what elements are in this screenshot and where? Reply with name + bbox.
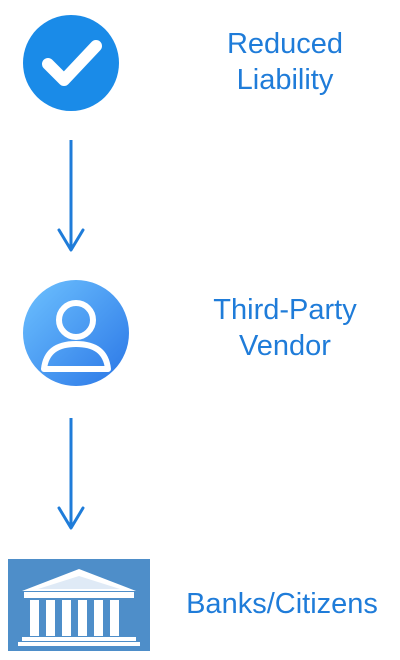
diagram-node-reduced-liability: Reduced Liability xyxy=(0,0,400,120)
flow-arrow-1 xyxy=(57,140,85,252)
checkmark-circle-icon xyxy=(23,15,119,111)
diagram-node-third-party-vendor: Third-Party Vendor xyxy=(0,270,400,400)
user-circle-icon xyxy=(23,280,129,386)
node-label-third-party-vendor: Third-Party Vendor xyxy=(213,294,357,362)
node-label-banks-citizens: Banks/Citizens xyxy=(186,588,378,620)
node-label-reduced-liability: Reduced Liability xyxy=(226,28,344,96)
diagram-node-banks-citizens: Banks/Citizens xyxy=(0,548,400,660)
flow-arrow-2 xyxy=(57,418,85,530)
bank-building-icon xyxy=(8,559,150,651)
